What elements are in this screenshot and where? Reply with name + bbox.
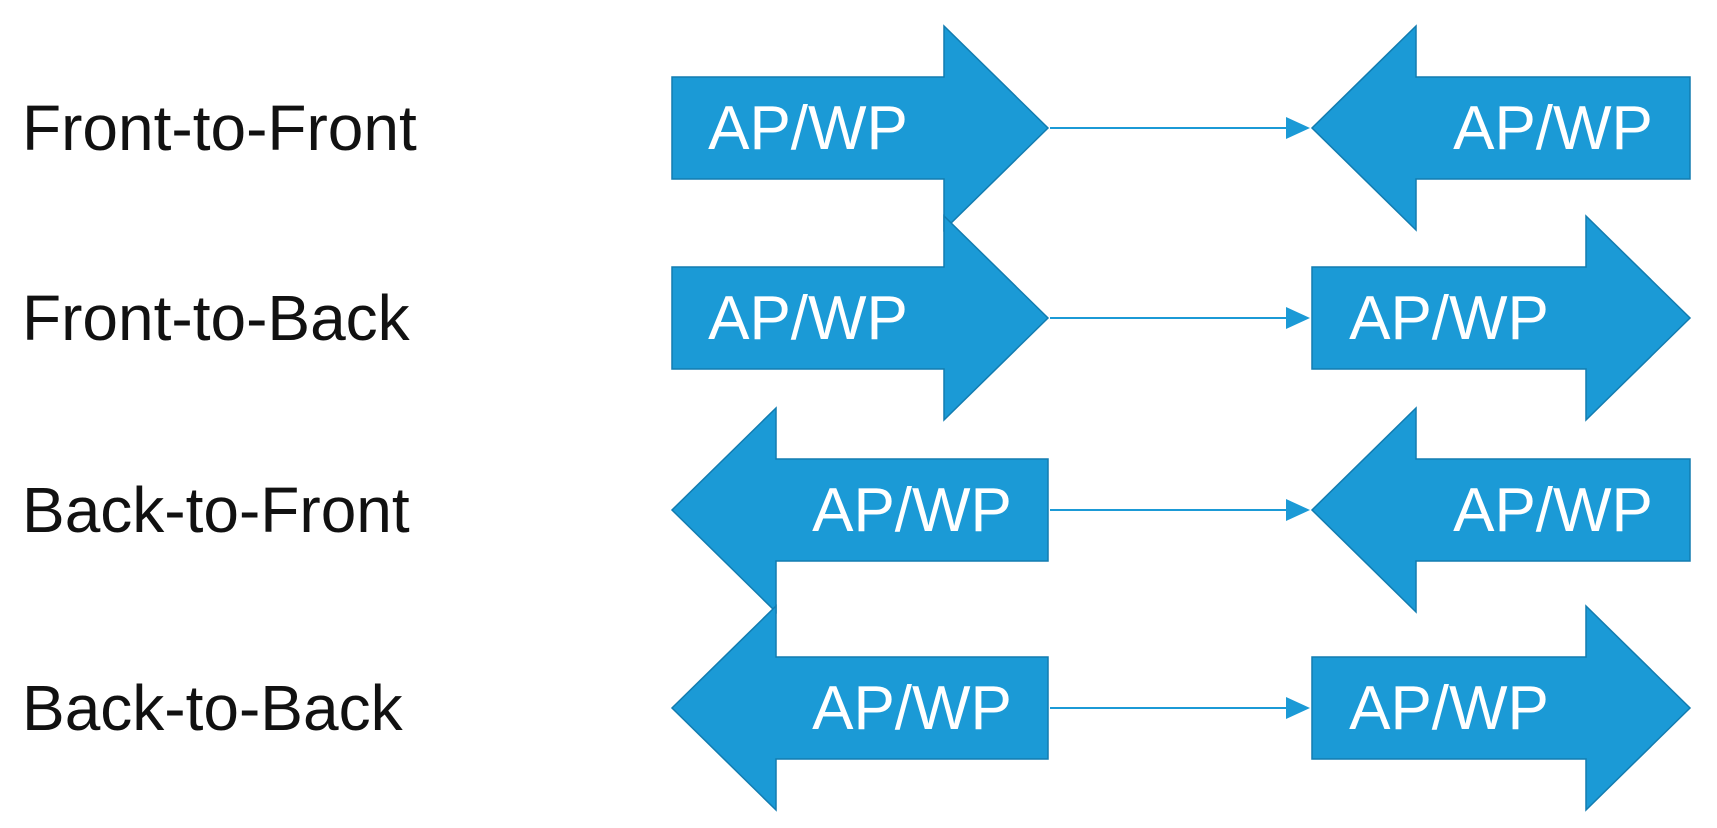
diagram-row: Back-to-Back AP/WP AP/WP [22,604,1692,812]
diagram-row: Front-to-Back AP/WP AP/WP [22,214,1692,422]
left-arrow-label: AP/WP [812,674,1012,743]
right-block-arrow-right [1311,214,1692,422]
connector-arrowhead [1286,499,1310,521]
row-label: Back-to-Back [22,672,404,744]
diagram-row: Back-to-Front AP/WP AP/WP [22,406,1691,614]
row-label: Back-to-Front [22,474,410,546]
connector-arrowhead [1286,697,1310,719]
diagram-row: Front-to-Front AP/WP AP/WP [22,24,1691,232]
left-block-arrow-left [670,604,1049,812]
right-arrow-label: AP/WP [1453,94,1653,163]
right-arrow-label: AP/WP [1349,674,1549,743]
row-label: Front-to-Back [22,282,411,354]
connector-arrowhead [1286,117,1310,139]
right-arrow-label: AP/WP [1453,476,1653,545]
right-block-arrow-right [1311,604,1692,812]
left-arrow-label: AP/WP [708,284,908,353]
left-arrow-label: AP/WP [812,476,1012,545]
right-block-arrow-left [1310,406,1691,614]
left-block-arrow-right [671,214,1050,422]
connector-arrowhead [1286,307,1310,329]
left-block-arrow-right [671,24,1050,232]
left-block-arrow-left [670,406,1049,614]
row-label: Front-to-Front [22,92,417,164]
right-arrow-label: AP/WP [1349,284,1549,353]
right-block-arrow-left [1310,24,1691,232]
left-arrow-label: AP/WP [708,94,908,163]
